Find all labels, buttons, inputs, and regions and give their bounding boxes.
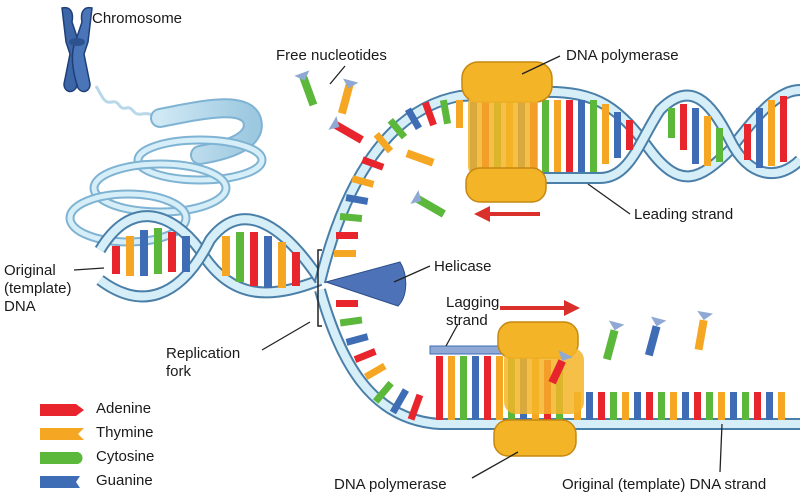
- label-replication-fork-line-2: fork: [166, 363, 192, 380]
- label-lagging-strand-line-1: Lagging: [446, 294, 500, 311]
- helicase-icon: [324, 261, 407, 307]
- leading-direction-arrow: [474, 206, 540, 222]
- lagging-direction-arrow: [500, 300, 580, 316]
- label-dna-polymerase-bottom: DNA polymerase: [334, 476, 447, 493]
- label-free-nucleotides: Free nucleotides: [276, 47, 387, 64]
- label-leading-strand: Leading strand: [634, 206, 734, 223]
- lagging-strand-backbone: [314, 288, 800, 430]
- dna-polymerase-bottom-icon: [493, 321, 584, 457]
- label-replication-fork-line-1: Replication: [166, 345, 241, 362]
- lagging-strand-base-pairs: [436, 356, 785, 420]
- legend-label: Cytosine: [96, 448, 155, 465]
- chromosome-icon: [61, 6, 93, 93]
- leader-lines: [73, 55, 723, 479]
- label-original-template-line-1: Original: [4, 262, 56, 279]
- legend-label: Adenine: [96, 400, 152, 417]
- original-base-pairs: [112, 228, 300, 288]
- label-helicase: Helicase: [434, 258, 492, 275]
- cytosine-swatch-icon: [40, 452, 83, 464]
- label-original-template-strand: Original (template) DNA strand: [562, 476, 767, 493]
- chromatin-thread: [94, 85, 171, 120]
- legend-label: Guanine: [96, 472, 153, 489]
- legend-label: Thymine: [96, 424, 154, 441]
- supercoiled-dna: [65, 98, 267, 247]
- fork-upper-bases: [334, 99, 463, 257]
- dna-polymerase-top-icon: [461, 61, 553, 203]
- original-double-helix: [94, 210, 325, 303]
- label-chromosome: Chromosome: [92, 10, 183, 27]
- label-lagging-strand-line-2: strand: [446, 312, 488, 329]
- label-dna-polymerase-top: DNA polymerase: [566, 47, 679, 64]
- label-original-template-line-3: DNA: [4, 298, 36, 315]
- label-original-template-line-2: (template): [4, 280, 72, 297]
- free-nucleotides: [294, 70, 714, 385]
- thymine-swatch-icon: [40, 428, 84, 440]
- replication-fork-bracket: [317, 249, 322, 327]
- guanine-swatch-icon: [40, 476, 80, 488]
- adenine-swatch-icon: [40, 404, 84, 416]
- fork-lower-bases: [336, 300, 424, 421]
